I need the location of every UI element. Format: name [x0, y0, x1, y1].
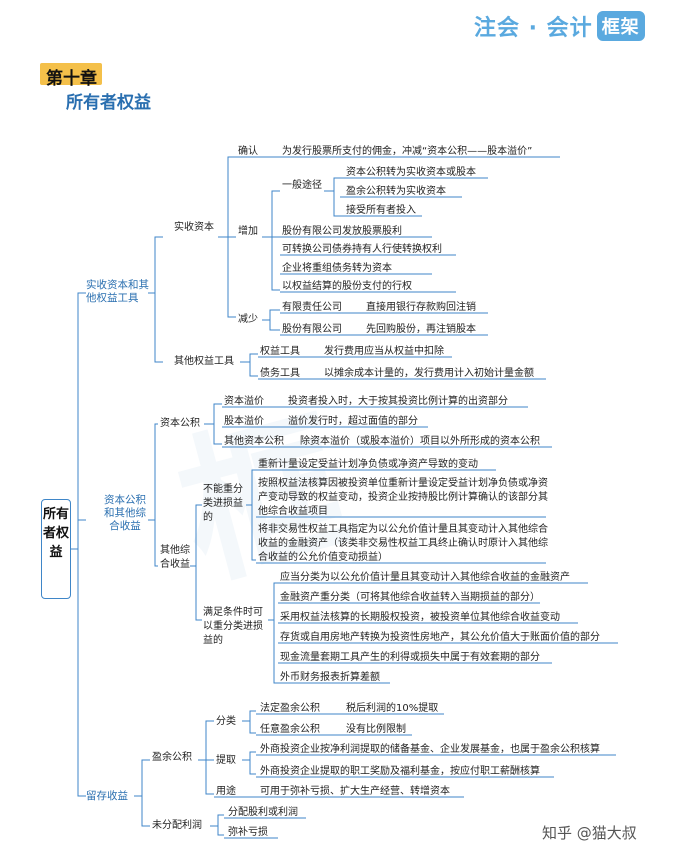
non-reclass-item-1: 重新计量设定受益计划净负债或净资产导致的变动 — [258, 459, 478, 470]
share-premium-text: 溢价发行时，超过面值的部分 — [288, 416, 418, 427]
node-b2: 资本公积和其他综合收益 — [104, 494, 146, 532]
node-increase: 增加 — [238, 226, 258, 237]
node-b1: 实收资本和其他权益工具 — [86, 279, 149, 304]
node-general-route: 一般途径 — [282, 180, 322, 191]
node-undistributed: 未分配利润 — [152, 820, 202, 831]
general-item-3: 接受所有者投入 — [346, 205, 416, 216]
other-capital-label: 其他资本公积 — [224, 436, 284, 447]
discretionary-label: 任意盈余公积 — [260, 724, 320, 735]
usage-text: 可用于弥补亏损、扩大生产经营、转增资本 — [260, 786, 450, 797]
chapter-number: 第十章 — [46, 69, 97, 89]
node-confirm: 确认 — [238, 146, 258, 157]
node-surplus: 盈余公积 — [152, 752, 192, 763]
reclass-item-4: 存货或自用房地产转换为投资性房地产，其公允价值大于账面价值的部分 — [280, 632, 600, 643]
increase-item-4: 以权益结算的股份支付的行权 — [282, 281, 412, 292]
equity-instrument-text: 发行费用应当从权益中扣除 — [324, 346, 444, 357]
extract-item-2: 外商投资企业提取的职工奖励及福利基金，按应付职工薪酬核算 — [260, 766, 540, 777]
node-non-reclass: 不能重分类进损益的 — [203, 484, 243, 523]
node-capital-reserve: 资本公积 — [160, 418, 200, 429]
brand-text: 注会 · 会计 — [474, 16, 593, 41]
extract-item-1: 外商投资企业按净利润提取的储备基金、企业发展基金，也属于盈余公积核算 — [260, 744, 600, 755]
node-extract: 提取 — [216, 755, 236, 766]
node-oci: 其他综合收益 — [160, 545, 190, 570]
reclass-item-3: 采用权益法核算的长期股权投资，被投资单位其他综合收益变动 — [280, 612, 560, 623]
confirm-text: 为发行股票所支付的佣金，冲减“资本公积——股本溢价” — [282, 146, 533, 157]
undistributed-item-2: 弥补亏损 — [228, 827, 268, 838]
undistributed-item-1: 分配股利或利润 — [228, 807, 298, 818]
node-usage: 用途 — [216, 786, 236, 797]
decrease-label-2: 股份有限公司 — [282, 324, 342, 335]
node-other-equity: 其他权益工具 — [174, 356, 234, 367]
non-reclass-item-2: 按照权益法核算因被投资单位重新计量设定受益计划净负债或净资产变动导致的权益变动，… — [258, 478, 548, 517]
other-capital-text: 除资本溢价（或股本溢价）项目以外所形成的资本公积 — [300, 436, 540, 447]
debt-instrument-label: 债务工具 — [260, 368, 300, 379]
increase-item-3: 企业将重组债务转为资本 — [282, 263, 392, 274]
node-paid-in: 实收资本 — [174, 222, 214, 233]
debt-instrument-text: 以摊余成本计量的，发行费用计入初始计量金额 — [324, 368, 534, 379]
equity-instrument-label: 权益工具 — [260, 346, 300, 357]
source-watermark: 知乎 @猫大叔 — [542, 824, 637, 842]
non-reclass-item-3: 将非交易性权益工具指定为以公允价值计量且其变动计入其他综合收益的金融资产（该类非… — [258, 524, 548, 563]
discretionary-text: 没有比例限制 — [346, 724, 406, 735]
reclass-item-6: 外币财务报表折算差额 — [280, 672, 380, 683]
increase-item-2: 可转换公司债券持有人行使转换权利 — [282, 244, 442, 255]
reclass-item-2: 金融资产重分类（可将其他综合收益转入当期损益的部分） — [280, 592, 540, 603]
decrease-text-2: 先回购股份，再注销股本 — [366, 324, 476, 335]
root-node: 所有者权益 — [41, 499, 71, 599]
decrease-label-1: 有限责任公司 — [282, 302, 342, 313]
chapter-title: 所有者权益 — [66, 93, 151, 113]
general-item-2: 盈余公积转为实收资本 — [346, 186, 446, 197]
reclass-item-1: 应当分类为以公允价值计量且其变动计入其他综合收益的金融资产 — [280, 572, 570, 583]
increase-item-1: 股份有限公司发放股票股利 — [282, 226, 402, 237]
node-classify: 分类 — [216, 716, 236, 727]
chapter-highlight — [40, 63, 102, 85]
decrease-text-1: 直接用银行存款购回注销 — [366, 302, 476, 313]
general-item-1: 资本公积转为实收资本或股本 — [346, 167, 476, 178]
brand-tag: 框架 — [596, 11, 645, 41]
brand-logo: 注会 · 会计框架 — [474, 10, 645, 42]
share-premium-label: 股本溢价 — [224, 416, 264, 427]
reclass-item-5: 现金流量套期工具产生的利得或损失中属于有效套期的部分 — [280, 652, 540, 663]
node-decrease: 减少 — [238, 314, 258, 325]
statutory-text: 税后利润的10%提取 — [346, 703, 439, 714]
node-b3: 留存收益 — [86, 790, 128, 802]
capital-premium-text: 投资者投入时，大于按其投资比例计算的出资部分 — [288, 396, 508, 407]
node-reclass: 满足条件时可以重分类进损益的 — [203, 607, 263, 646]
statutory-label: 法定盈余公积 — [260, 703, 320, 714]
capital-premium-label: 资本溢价 — [224, 396, 264, 407]
